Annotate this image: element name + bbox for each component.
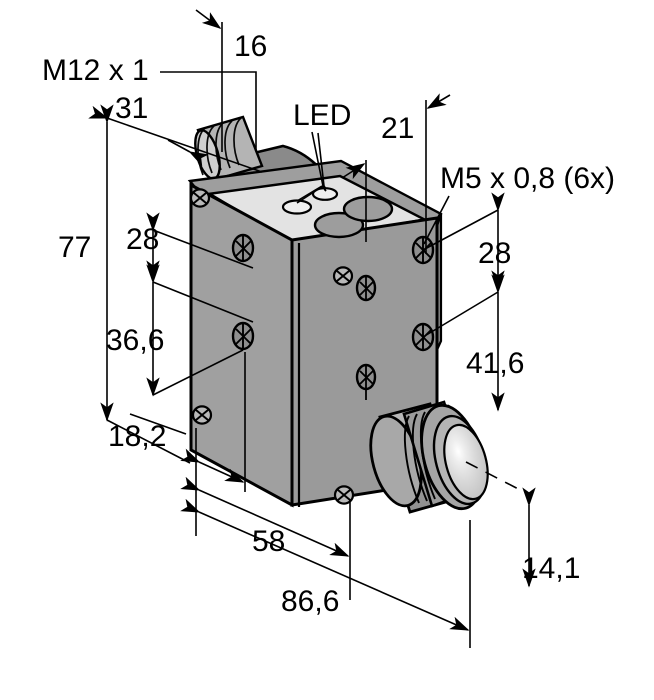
dim-31 xyxy=(88,105,263,173)
label-16: 16 xyxy=(234,30,267,63)
dim-36-6 xyxy=(146,264,254,397)
label-86-6: 86,6 xyxy=(281,585,339,618)
front-hole-lower xyxy=(231,321,255,351)
leader-m5 xyxy=(423,195,450,245)
label-layer: M12 x 1 16 31 LED 21 M5 x 0,8 (6x) 77 28… xyxy=(42,30,615,618)
label-77: 77 xyxy=(58,231,91,264)
side-hole-near-lower xyxy=(355,363,377,400)
label-18-2: 18,2 xyxy=(108,420,166,453)
label-28-left: 28 xyxy=(126,223,159,256)
label-m5: M5 x 0,8 (6x) xyxy=(440,162,615,195)
front-hole-upper xyxy=(231,233,255,263)
dim-86-6 xyxy=(180,498,471,648)
label-41-6: 41,6 xyxy=(466,347,524,380)
dim-41-6 xyxy=(422,274,505,412)
leader-m12 xyxy=(160,71,257,150)
corner-screw-tr xyxy=(332,266,354,286)
label-58: 58 xyxy=(252,525,285,558)
optic-hole-2 xyxy=(342,195,394,223)
label-m12: M12 x 1 xyxy=(42,54,149,87)
corner-screw-bl xyxy=(191,405,213,425)
label-led: LED xyxy=(293,99,351,132)
dim-14-1 xyxy=(465,461,536,588)
optic-hole-1 xyxy=(313,211,365,239)
dim-16 xyxy=(195,9,223,152)
dimension-layer xyxy=(88,9,536,648)
corner-screw-tl xyxy=(189,188,211,208)
label-36-6: 36,6 xyxy=(106,324,164,357)
side-hole-near-upper xyxy=(355,274,377,302)
label-14-1: 14,1 xyxy=(522,552,580,585)
dim-21 xyxy=(341,93,451,254)
dim-77 xyxy=(100,104,191,464)
lens-assembly xyxy=(369,400,489,514)
label-31: 31 xyxy=(115,92,148,125)
front-threaded-holes xyxy=(231,233,255,351)
label-28-right: 28 xyxy=(478,237,511,270)
label-21: 21 xyxy=(381,112,414,145)
sensor-housing xyxy=(187,115,489,514)
leader-led xyxy=(296,131,327,204)
